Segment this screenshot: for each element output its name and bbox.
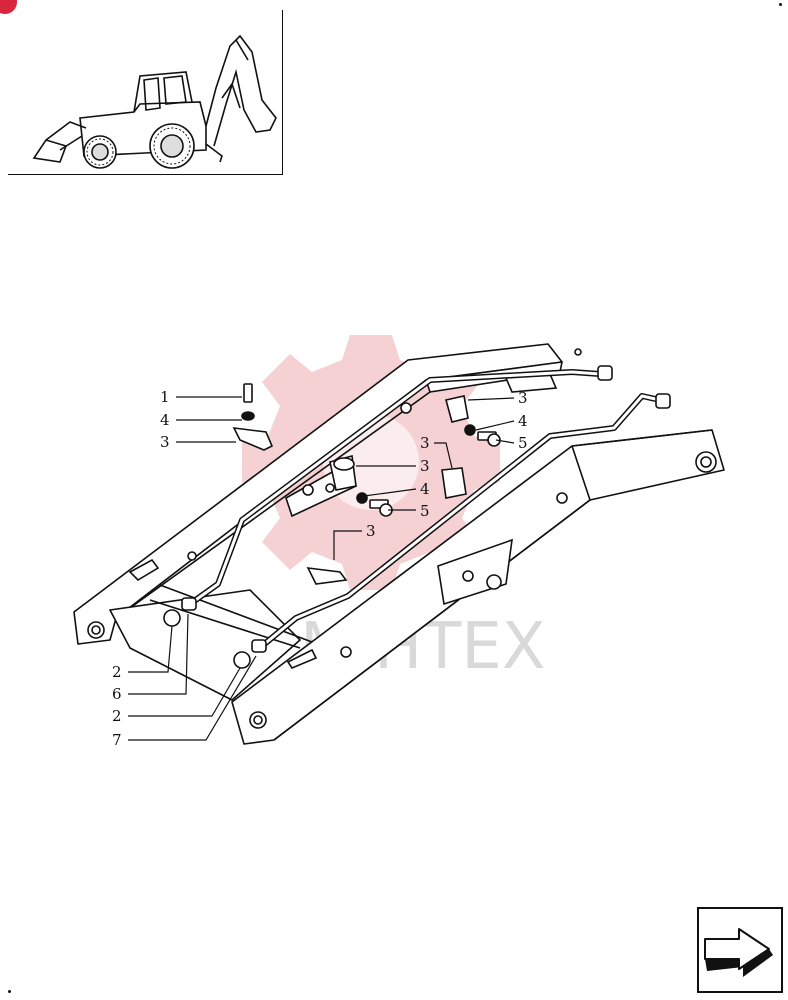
- clamp-c: [441, 467, 467, 499]
- callout-label: 4: [420, 480, 430, 498]
- next-page-button[interactable]: [697, 907, 783, 993]
- callout-label: 4: [518, 412, 528, 430]
- bolt-1: [243, 383, 253, 403]
- callout-label: 3: [366, 522, 376, 540]
- clamp-a: [445, 395, 469, 423]
- callout-label: 2: [112, 707, 122, 725]
- callout-label: 1: [160, 388, 170, 406]
- callout-label: 5: [518, 434, 528, 452]
- callout-label: 2: [112, 663, 122, 681]
- callout-label: 5: [420, 502, 430, 520]
- callout-label: 3: [518, 389, 528, 407]
- callout-label: 7: [112, 731, 122, 749]
- callout-label: 4: [160, 411, 170, 429]
- machine-thumbnail-frame: [8, 10, 283, 175]
- clamp-d: [306, 567, 348, 585]
- cross-tube: [109, 589, 301, 701]
- plug-a: [163, 609, 181, 627]
- callout-label: 6: [112, 685, 122, 703]
- callout-label: 3: [420, 434, 430, 452]
- callout-label: 3: [160, 433, 170, 451]
- clamp-left: [232, 427, 274, 451]
- arrow-next-icon: [704, 928, 773, 977]
- corner-dot: [8, 990, 11, 993]
- callout-label: 3: [420, 457, 430, 475]
- corner-dot: [779, 3, 782, 6]
- plug-b: [233, 651, 251, 669]
